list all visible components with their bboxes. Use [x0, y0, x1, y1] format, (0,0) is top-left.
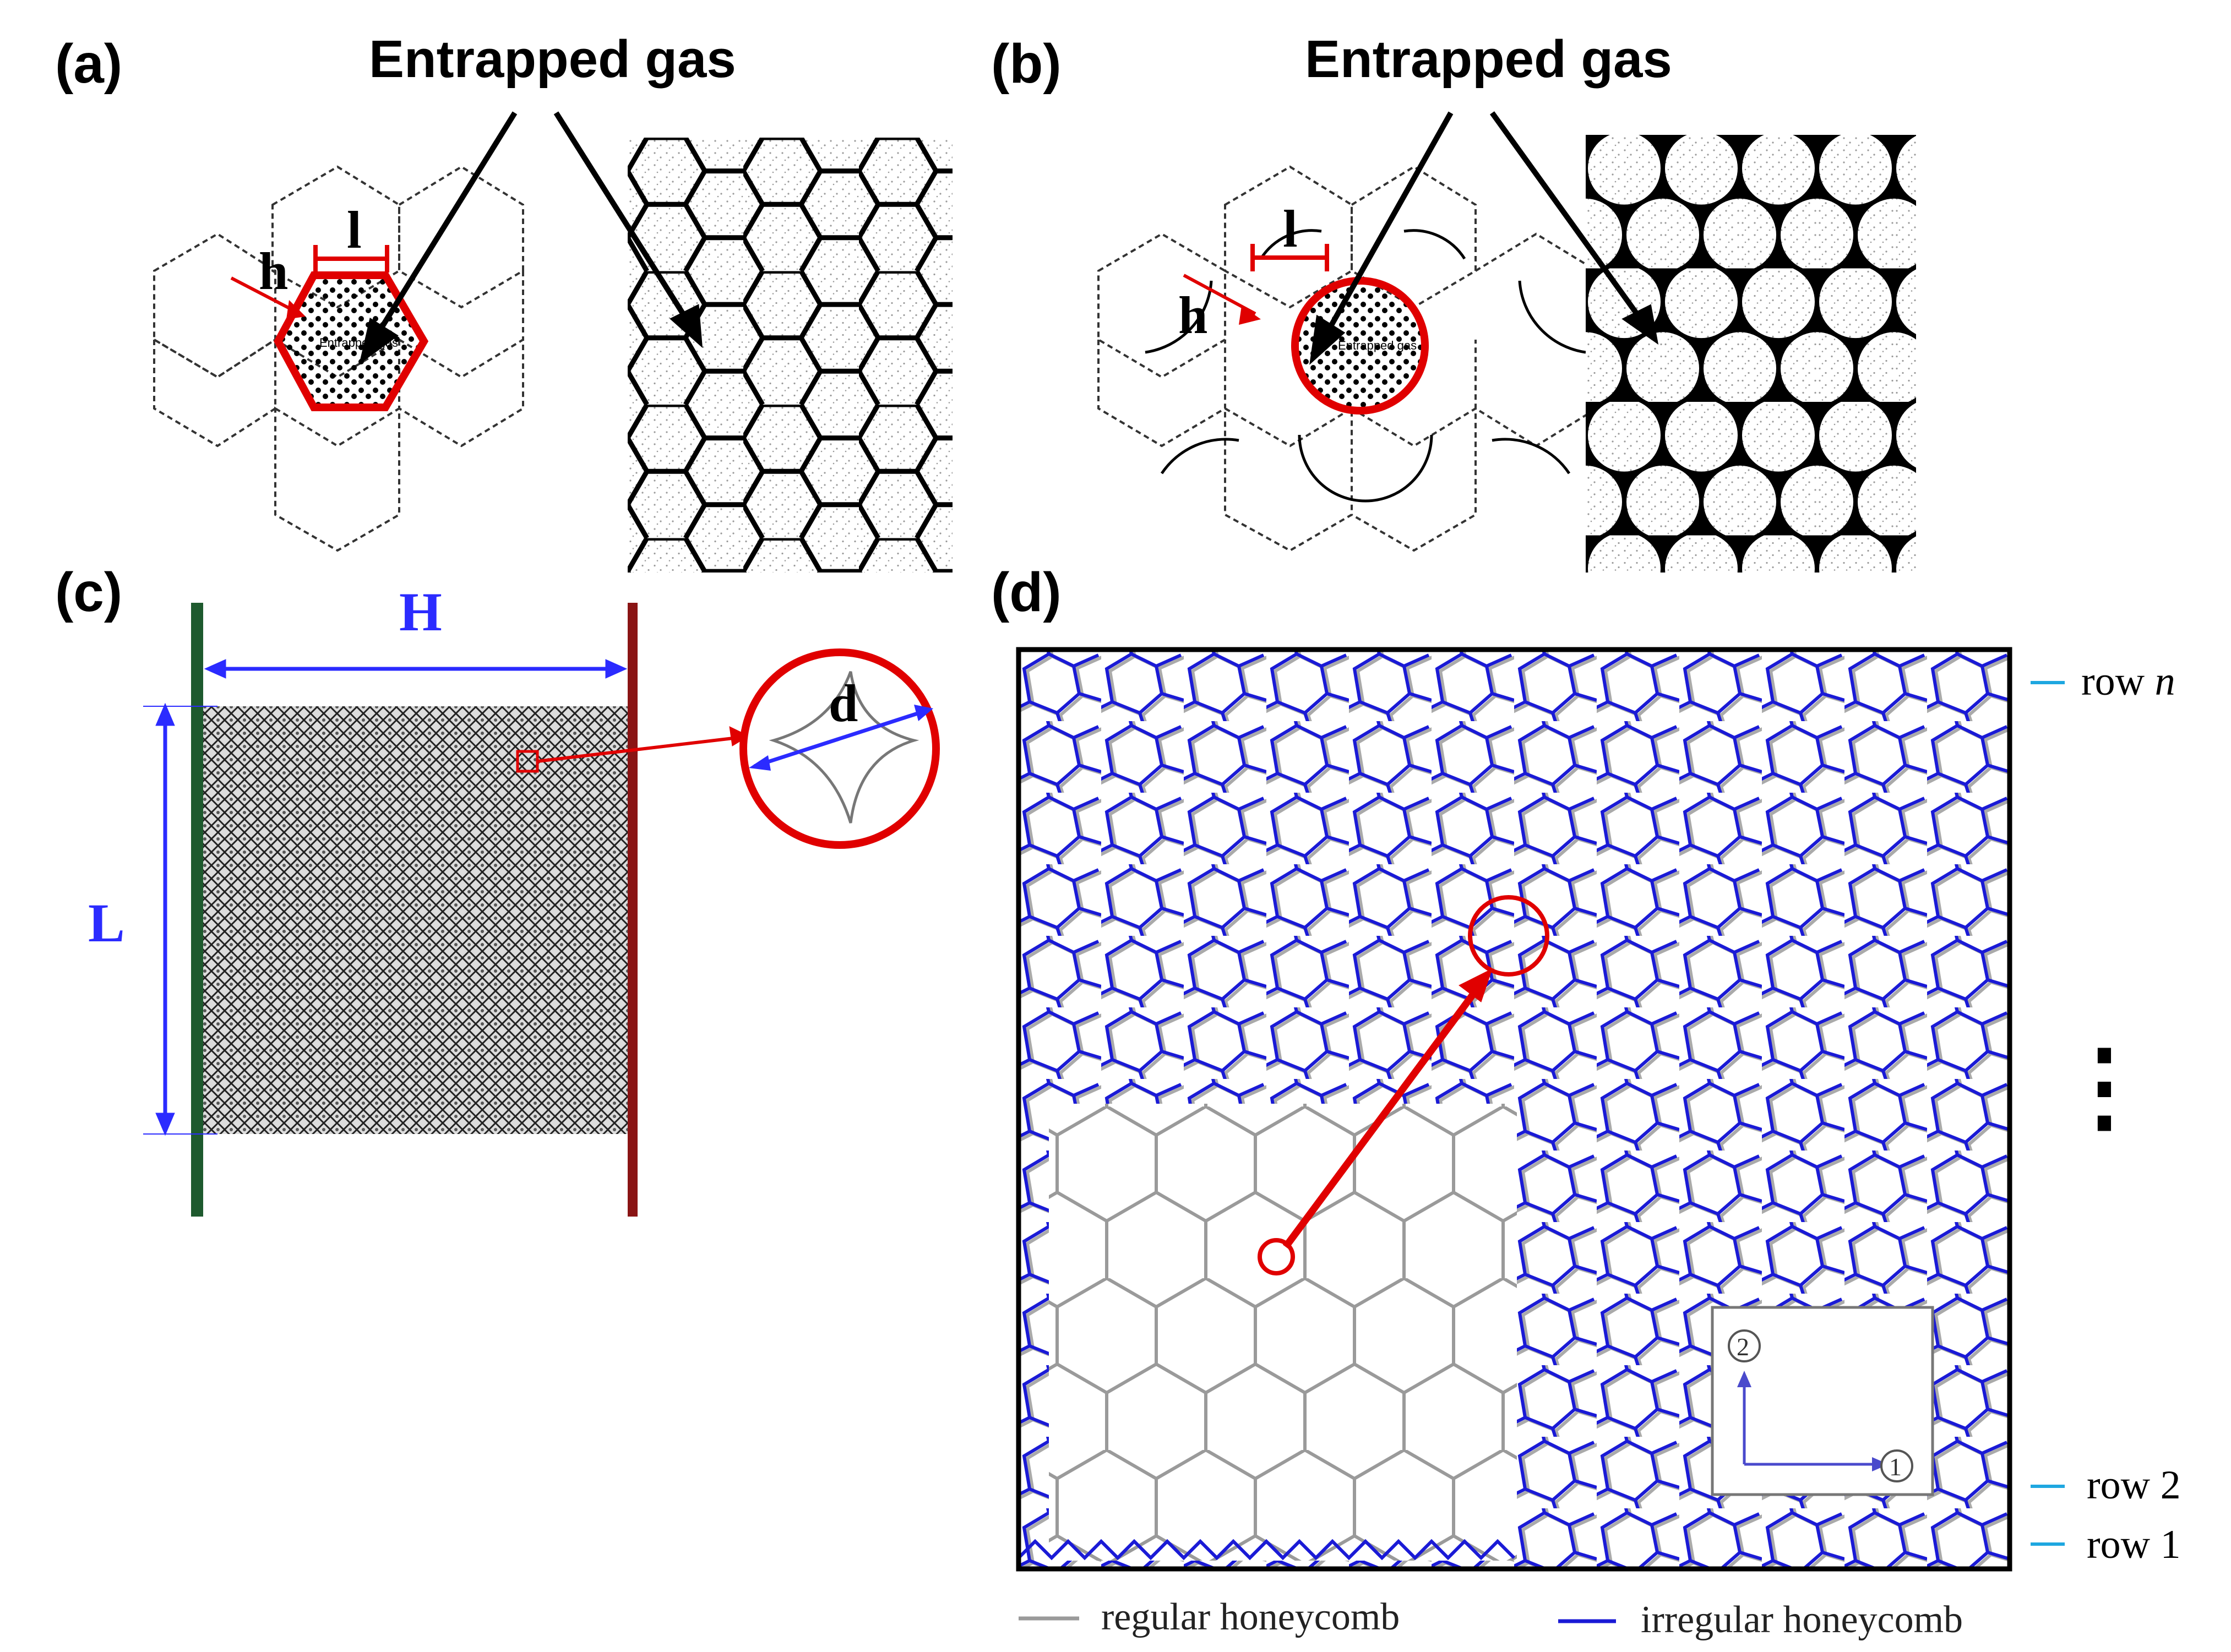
arcs-b: [1145, 229, 1586, 503]
ellipsis: ⋮: [2055, 1032, 2154, 1142]
junction-highlight-regular: [1258, 1238, 1295, 1275]
legend-regular: regular honeycomb: [1101, 1596, 1400, 1638]
left-plate: [191, 603, 203, 1217]
dim-h-text-b: h: [1178, 286, 1207, 345]
dim-l-text: l: [347, 200, 362, 259]
arrows-a: [359, 111, 703, 364]
panel-b: (b) Entrapped gas Entrapped gas: [991, 30, 1916, 573]
right-plate: [628, 603, 638, 1217]
honeycomb-circular-b: [1586, 135, 1916, 573]
axes-inset: 2 1: [1711, 1306, 1934, 1496]
arrows-b: [1309, 111, 1659, 365]
dim-l-text-b: l: [1283, 199, 1298, 258]
panel-d-label: (d): [991, 561, 1062, 623]
junction-arrow: [1282, 968, 1493, 1249]
dim-L: [143, 702, 217, 1136]
cell-red-circle: [1291, 277, 1429, 415]
row-2-label: row 2: [2087, 1463, 2181, 1508]
dim-h-text: h: [259, 242, 288, 301]
panel-c-label: (c): [55, 561, 122, 623]
dim-L-text: L: [88, 892, 125, 953]
row-labels: row n ⋮ row 2 row 1: [2031, 659, 2181, 1567]
axis-1-label: 1: [1889, 1453, 1902, 1481]
regular-honeycomb-pattern: [1049, 1104, 1517, 1561]
cell-inner-text-b: Entrapped gas: [1338, 339, 1417, 352]
panel-c: (c) H L: [55, 561, 940, 1217]
hex-cluster-b: [1097, 165, 1598, 552]
bottom-row-edges: [1017, 1539, 1516, 1561]
panel-b-title: Entrapped gas: [1305, 30, 1672, 89]
junction-highlight-irregular: [1468, 895, 1549, 977]
panel-a-label: (a): [55, 33, 122, 95]
legend-irregular: irregular honeycomb: [1641, 1599, 1963, 1641]
cell-red-hexagon: [274, 271, 429, 411]
panel-d-frame: [1016, 647, 2012, 1572]
dim-h-b: h: [1178, 274, 1261, 345]
panel-d: (d) 2 1 row n: [991, 561, 2181, 1641]
panel-a: (a) Entrapped gas Entrapped gas l h: [55, 30, 953, 573]
dim-H: [204, 659, 628, 679]
row-n-label: row n: [2081, 659, 2175, 704]
zoom-circle: d: [739, 648, 940, 849]
foam-mesh: [203, 706, 628, 1134]
dim-d-text: d: [829, 674, 858, 733]
dim-H-text: H: [399, 581, 442, 642]
dim-l-b: l: [1250, 199, 1329, 271]
legend: regular honeycomb irregular honeycomb: [1019, 1596, 1963, 1641]
panel-a-title: Entrapped gas: [369, 30, 736, 89]
row-1-label: row 1: [2087, 1522, 2181, 1567]
axis-2-label: 2: [1737, 1333, 1749, 1361]
panel-b-label: (b): [991, 33, 1062, 95]
dim-h-a: h: [230, 242, 306, 319]
honeycomb-regular-a: [628, 138, 953, 573]
dim-l-a: l: [313, 200, 389, 272]
